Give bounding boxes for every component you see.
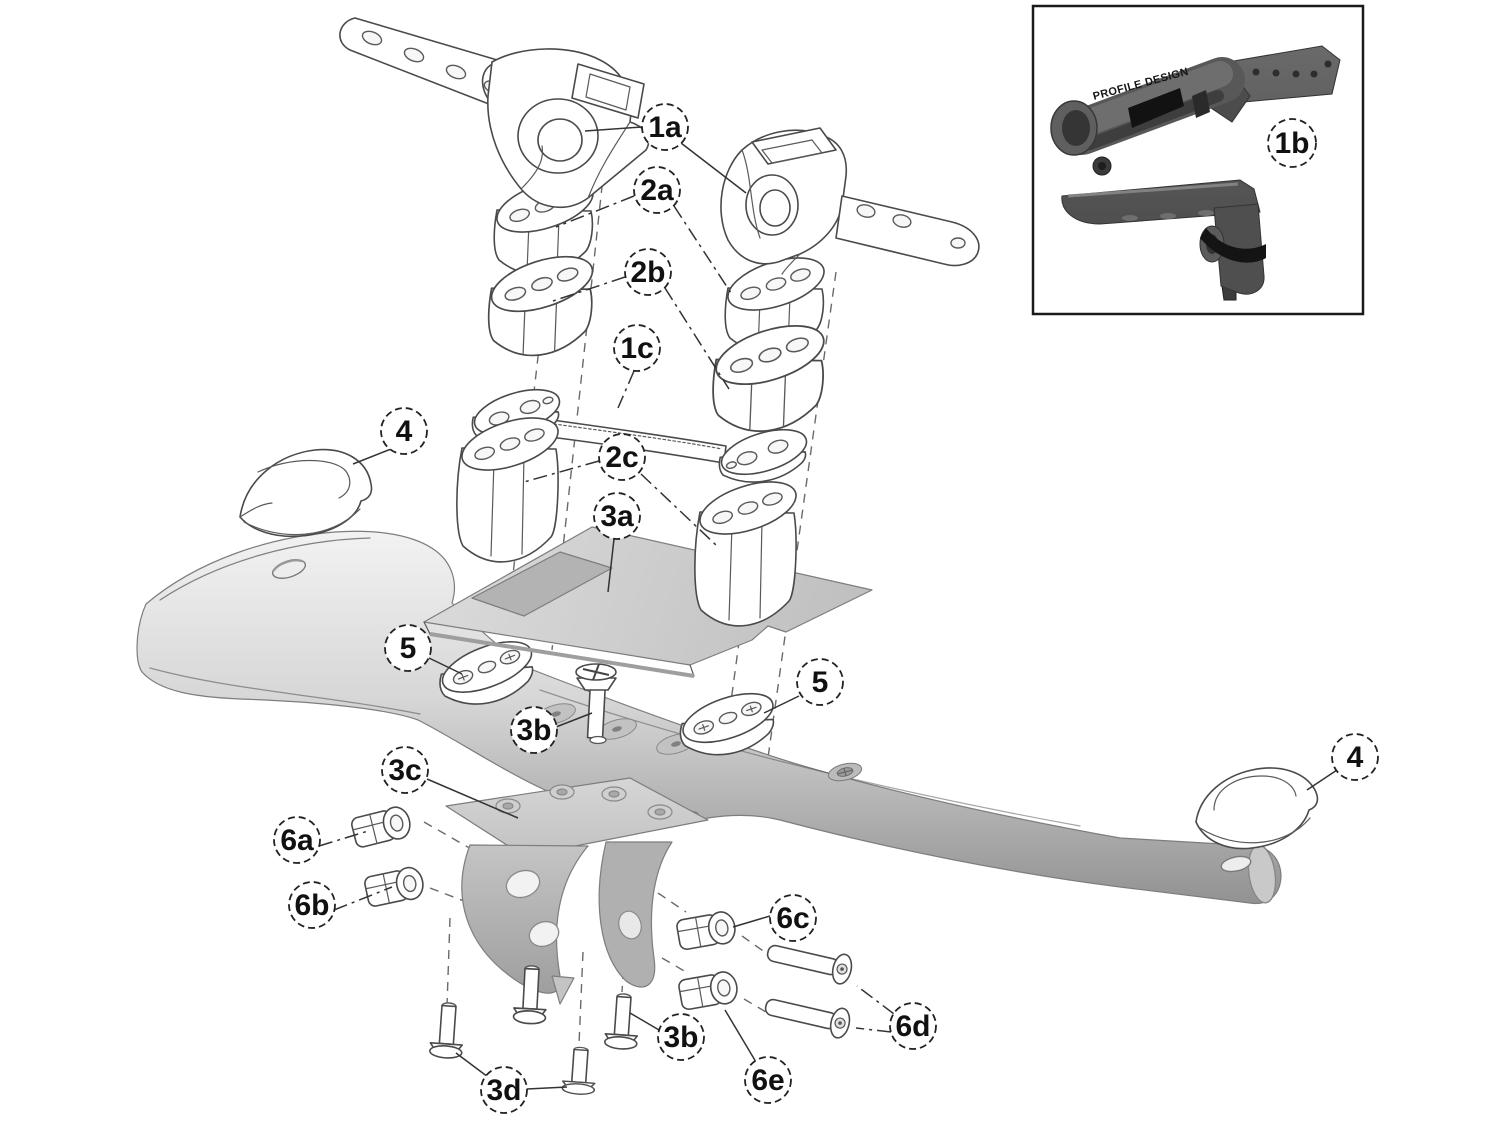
callout-6d: 6d xyxy=(889,1002,937,1050)
svg-text:1c: 1c xyxy=(620,332,653,365)
svg-text:2a: 2a xyxy=(640,174,674,207)
svg-text:6e: 6e xyxy=(751,1064,784,1097)
bolt-3b-bottom xyxy=(603,992,641,1051)
armrest-cover-left xyxy=(239,448,373,538)
svg-text:3a: 3a xyxy=(600,500,634,533)
bolt-6d-1 xyxy=(763,936,855,987)
callout-3a: 3a xyxy=(593,492,641,540)
svg-text:6b: 6b xyxy=(294,889,329,922)
callout-5-left: 5 xyxy=(384,624,432,672)
svg-text:3c: 3c xyxy=(388,754,421,787)
svg-text:5: 5 xyxy=(812,666,829,699)
bolt-3d-1 xyxy=(428,1001,466,1060)
callout-2a: 2a xyxy=(633,166,681,214)
callout-3d: 3d xyxy=(480,1066,528,1114)
svg-text:2c: 2c xyxy=(605,441,638,474)
bar-hole-left xyxy=(271,559,307,579)
svg-text:6c: 6c xyxy=(776,902,809,935)
bolt-6d-2 xyxy=(761,990,853,1041)
callout-4-right: 4 xyxy=(1331,733,1379,781)
mount-plate xyxy=(423,526,873,678)
callouts: 1a 2a 2b 1c 2c 3a 4 5 3b 3c 5 4 6a 6b 6c… xyxy=(273,103,1379,1114)
leader-lines xyxy=(318,126,1338,1090)
svg-text:6d: 6d xyxy=(895,1010,930,1043)
base-bar xyxy=(136,530,1282,905)
svg-text:4: 4 xyxy=(396,415,413,448)
callout-2b: 2b xyxy=(624,248,672,296)
callout-4-left: 4 xyxy=(380,407,428,455)
callout-1c: 1c xyxy=(613,324,661,372)
svg-text:3b: 3b xyxy=(663,1021,698,1054)
spacer-2c-left xyxy=(454,406,566,563)
callout-3c: 3c xyxy=(381,746,429,794)
callout-6c: 6c xyxy=(769,894,817,942)
svg-text:5: 5 xyxy=(400,632,417,665)
callout-2c: 2c xyxy=(598,433,646,481)
callout-1a: 1a xyxy=(641,103,689,151)
barrel-nut-6c xyxy=(674,909,739,953)
callout-5-right: 5 xyxy=(796,658,844,706)
barrel-nut-6a xyxy=(349,803,414,851)
svg-text:1b: 1b xyxy=(1274,127,1309,160)
armrest-cover-right xyxy=(1195,767,1319,850)
armrest-bracket-left xyxy=(339,17,650,208)
spacer-2c-right xyxy=(692,470,804,627)
callout-1b: 1b xyxy=(1267,118,1317,168)
bridge-1c xyxy=(471,388,808,483)
svg-text:6a: 6a xyxy=(280,824,314,857)
svg-text:2b: 2b xyxy=(630,256,665,289)
armrest-bracket-right xyxy=(720,127,980,275)
barrel-nut-6e xyxy=(676,969,741,1013)
barrel-nut-6b xyxy=(362,864,427,910)
center-bracket xyxy=(445,777,709,1005)
screw-3b-top xyxy=(575,663,617,745)
callout-6a: 6a xyxy=(273,816,321,864)
svg-text:3d: 3d xyxy=(486,1074,521,1107)
bar-wedge-right xyxy=(675,682,781,757)
callout-3b-bottom: 3b xyxy=(657,1013,705,1061)
inset-part-bottom xyxy=(1061,179,1266,301)
svg-text:4: 4 xyxy=(1347,741,1364,774)
callout-6e: 6e xyxy=(744,1056,792,1104)
bolt-3d-3 xyxy=(561,1045,598,1097)
svg-text:1a: 1a xyxy=(648,111,682,144)
inset-box: PROFILE DESIGN xyxy=(1031,4,1365,316)
callout-3b-top: 3b xyxy=(510,706,558,754)
callout-6b: 6b xyxy=(288,881,336,929)
svg-text:3b: 3b xyxy=(516,714,551,747)
inset-part-top: PROFILE DESIGN xyxy=(1050,45,1341,176)
